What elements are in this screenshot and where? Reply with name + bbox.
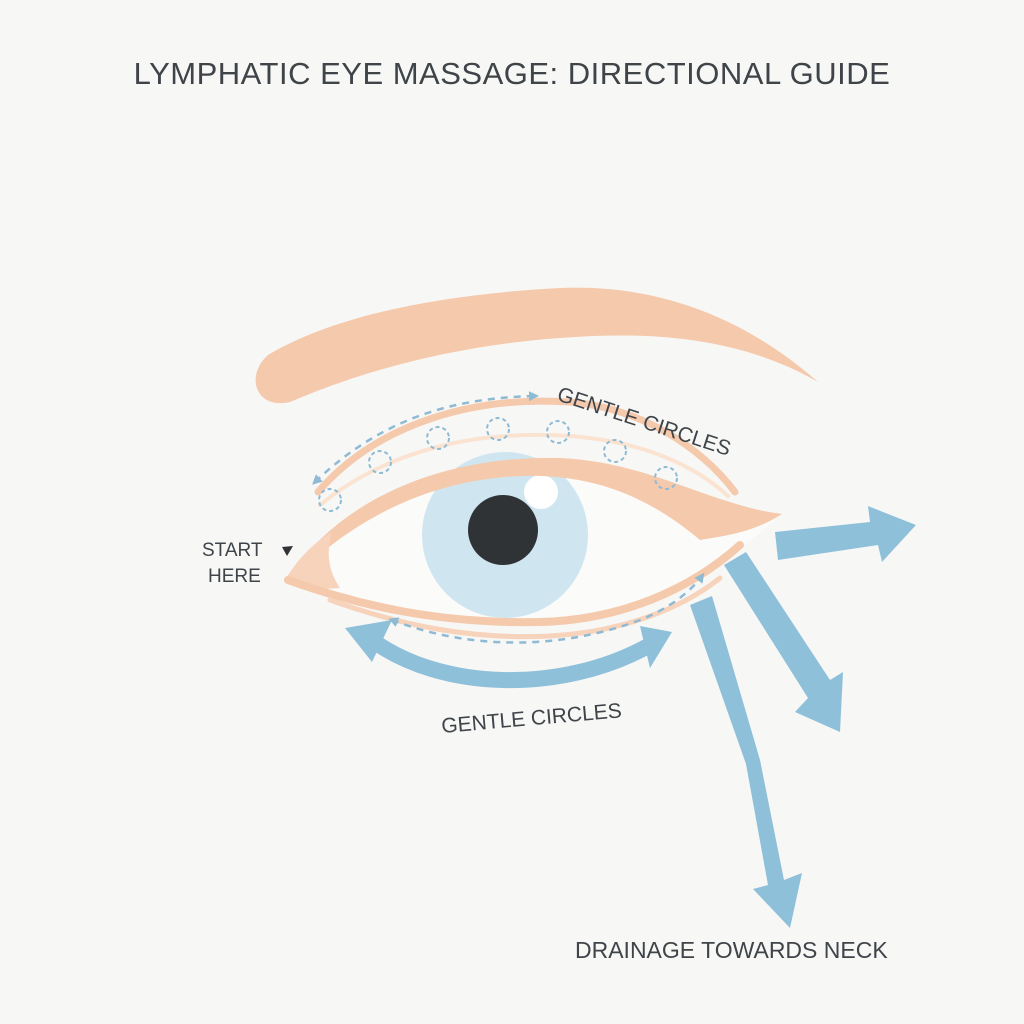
circular-arrow-icon: [654, 466, 678, 490]
circular-arrow-icon: [546, 420, 570, 444]
circular-arrow-icon: [603, 439, 627, 463]
inner-eye-corner: [285, 532, 340, 589]
circular-arrow-icon: [486, 417, 510, 441]
circular-arrow-icon: [426, 426, 450, 450]
eyebrow-shape: [255, 287, 819, 404]
drainage-label: DRAINAGE TOWARDS NECK: [575, 937, 888, 963]
upper-dashed-path: [312, 391, 539, 485]
upper-eyelid: [288, 457, 782, 578]
lower-dashed-path: [388, 572, 705, 644]
pupil: [468, 495, 538, 565]
lower-circles-label: GENTLE CIRCLES: [440, 699, 622, 738]
eye-highlight: [524, 475, 558, 509]
drainage-arrow-down: [690, 596, 802, 928]
page-title: LYMPHATIC EYE MASSAGE: DIRECTIONAL GUIDE: [133, 56, 891, 91]
start-label-line1: START: [202, 540, 263, 561]
lower-circles-arrow: [345, 620, 672, 688]
drainage-arrow-right: [775, 506, 916, 562]
circular-arrow-icon: [318, 488, 342, 512]
upper-circle-markers: [318, 417, 678, 512]
circular-arrow-icon: [368, 450, 392, 474]
start-label-line2: HERE: [208, 566, 261, 587]
triangle-pointer-icon: [282, 546, 293, 556]
drainage-arrow-diagonal: [724, 552, 843, 732]
